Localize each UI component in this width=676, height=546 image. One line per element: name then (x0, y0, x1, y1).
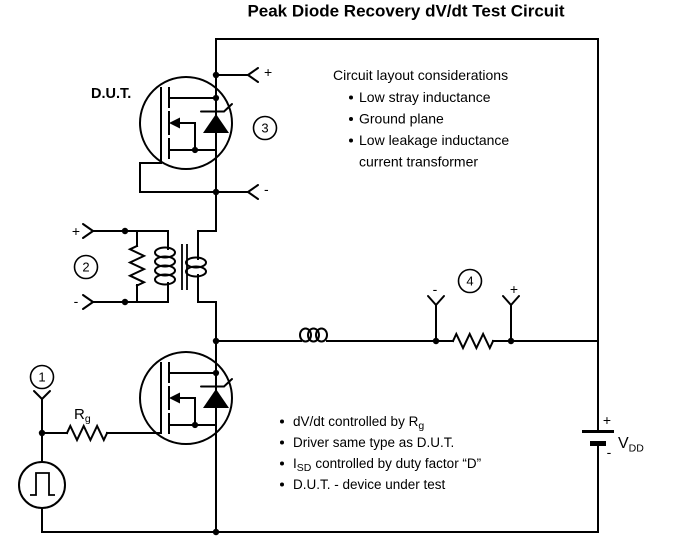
probe-arrow-icon (247, 184, 259, 200)
bullet-icon (349, 95, 353, 100)
bullet-icon (280, 419, 284, 424)
bullet-item: Driver same type as D.U.T. (293, 435, 454, 450)
current-transformer: + - 2 (72, 223, 217, 310)
bullet-item-continuation: current transformer (359, 154, 478, 170)
pulse-generator-outline (18, 461, 66, 509)
secondary-winding (185, 265, 207, 278)
resistor-zigzag (451, 331, 495, 351)
probe-arrow-icon (247, 67, 259, 83)
bullet-icon (280, 482, 284, 487)
secondary-lead (197, 230, 217, 260)
probe-arrow-icon (33, 390, 51, 400)
junction-dot (121, 298, 129, 306)
circuit-wires (41, 38, 599, 536)
junction-dot (212, 337, 220, 345)
battery-plus-label: + (603, 412, 611, 428)
probe-arrow-icon (427, 295, 445, 306)
callout-2: 2 (73, 254, 99, 280)
dut-probe-minus: - (212, 181, 269, 200)
callout-circle (252, 115, 278, 141)
vdd-label: VDD (618, 435, 644, 455)
figure-title: Peak Diode Recovery dV/dt Test Circuit (247, 2, 564, 21)
stray-inductor (299, 327, 328, 343)
junction-dot (507, 337, 515, 345)
dut-mosfet: D.U.T. (91, 76, 233, 193)
inductor-loop (315, 327, 328, 343)
circuit-notes: dV/dt controlled by Rg Driver same type … (280, 414, 481, 492)
inductor-loop (307, 327, 320, 343)
dut-label: D.U.T. (91, 86, 131, 102)
rg-label: Rg (74, 406, 91, 425)
pulse-generator (18, 461, 66, 533)
callout-3: 3 (252, 115, 278, 141)
probe-minus-label: - (264, 181, 269, 197)
driver-mosfet (139, 351, 233, 445)
callout-circle (457, 268, 483, 294)
dut-probe-plus: + (212, 64, 272, 83)
dut-gate-source-loop (139, 157, 217, 193)
callout-circle (29, 364, 55, 390)
callout-4: 4 (457, 268, 483, 294)
bullet-icon (349, 138, 353, 143)
junction-dot (212, 188, 220, 196)
bullet-item: dV/dt controlled by Rg (293, 414, 424, 432)
probe-minus-label: - (433, 281, 438, 297)
callout-number: 3 (261, 121, 268, 136)
gate-drive: 1 Rg (18, 364, 162, 533)
callout-number: 2 (82, 260, 89, 275)
battery-minus-label: - (607, 444, 612, 460)
junction-dot (212, 528, 220, 536)
probe-plus-label: + (510, 281, 518, 297)
junction-dot (212, 71, 220, 79)
bullet-item: Low stray inductance (359, 89, 491, 105)
burden-resistor (127, 244, 147, 287)
probe-arrow-icon (502, 295, 520, 306)
callout-number: 1 (38, 370, 45, 385)
bullet-item: Low leakage inductance (359, 132, 509, 148)
callout-number: 4 (466, 274, 473, 289)
layout-notes-heading: Circuit layout considerations (333, 67, 508, 83)
bullet-item: D.U.T. - device under test (293, 477, 446, 492)
primary-winding (154, 273, 176, 286)
junction-dot (432, 337, 440, 345)
probe-plus-label: + (72, 223, 80, 239)
inductor-loop (299, 327, 312, 343)
junction-dot (121, 227, 129, 235)
secondary-lead (197, 274, 217, 303)
probe-plus-label: + (264, 64, 272, 80)
callout-1: 1 (29, 364, 55, 390)
vdd-source: + - VDD (582, 412, 644, 460)
probe-arrow-icon (82, 294, 94, 310)
bullet-icon (280, 461, 284, 466)
bullet-icon (349, 117, 353, 121)
pulse-waveform-icon (30, 472, 55, 496)
layout-notes: Circuit layout considerations Low stray … (333, 67, 509, 170)
sense-resistor: - + 4 (427, 268, 520, 351)
probe-arrow-icon (82, 223, 94, 239)
bullet-item: Ground plane (359, 111, 444, 127)
gate-resistor (65, 423, 109, 443)
bullet-icon (280, 440, 284, 445)
probe-minus-label: - (74, 293, 79, 309)
callout-circle (73, 254, 99, 280)
